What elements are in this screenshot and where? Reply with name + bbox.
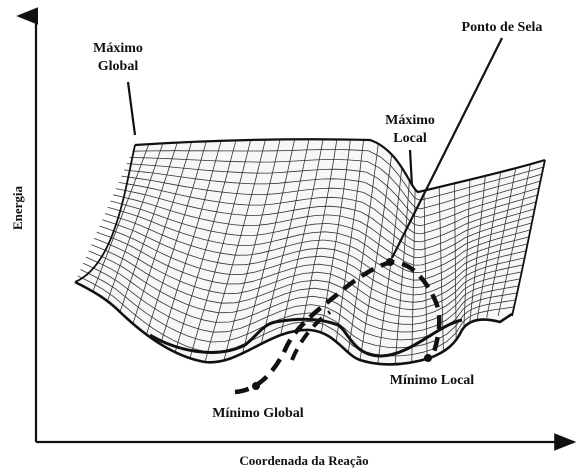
local-max-label-line2: Local	[393, 131, 427, 146]
local-min-label: Mínimo Local	[390, 373, 474, 388]
saddle-point-marker	[386, 258, 394, 266]
global-max-label-line2: Global	[98, 59, 139, 74]
global-min-marker	[252, 382, 260, 390]
global-min-label: Mínimo Global	[212, 406, 304, 421]
local-min-marker	[424, 354, 432, 362]
local-max-label-line1: Máximo	[385, 113, 435, 128]
y-axis-label: Energia	[10, 185, 25, 230]
global-max-label-line1: Máximo	[93, 41, 143, 56]
saddle-point-label: Ponto de Sela	[462, 20, 543, 35]
global-max-leader-line	[128, 82, 135, 135]
energy-surface	[75, 139, 545, 364]
x-axis-label: Coordenada da Reação	[239, 453, 368, 468]
